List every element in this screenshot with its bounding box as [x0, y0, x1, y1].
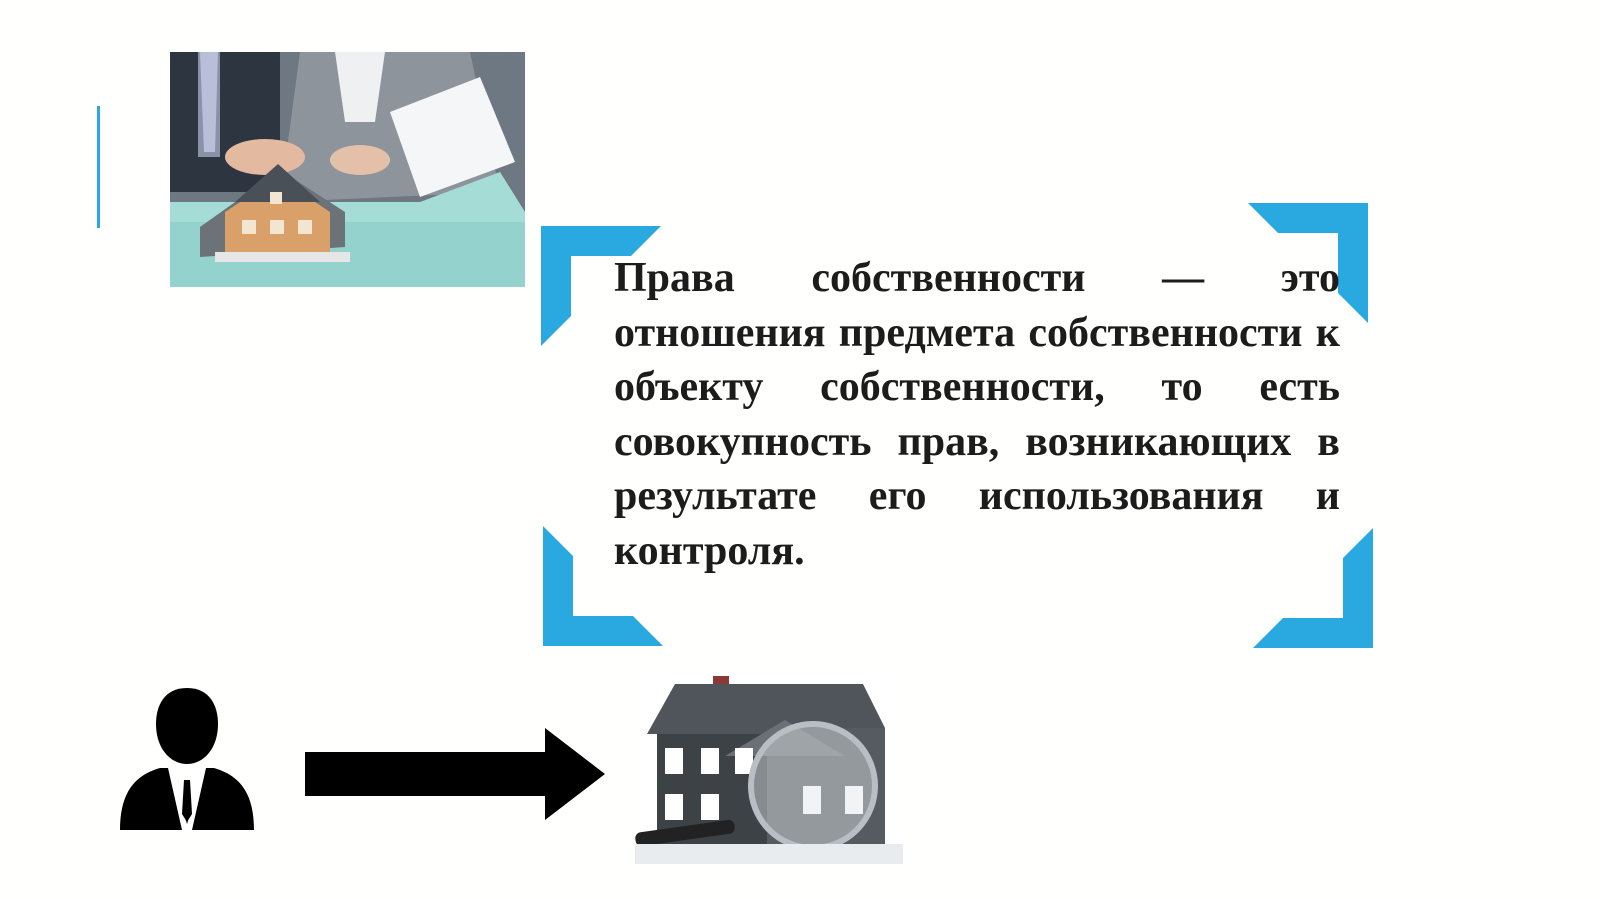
business-meeting-photo [170, 52, 525, 287]
house-magnifier-photo [635, 676, 903, 864]
right-arrow-icon [305, 728, 605, 820]
businessman-icon [120, 688, 254, 830]
accent-line [97, 106, 100, 228]
definition-text: Права собственности — это отношения пред… [614, 255, 1340, 574]
corner-bracket-bottom-left [543, 526, 663, 646]
corner-bracket-top-right [1248, 203, 1368, 323]
corner-bracket-top-left [541, 226, 661, 346]
corner-bracket-bottom-right [1253, 528, 1373, 648]
